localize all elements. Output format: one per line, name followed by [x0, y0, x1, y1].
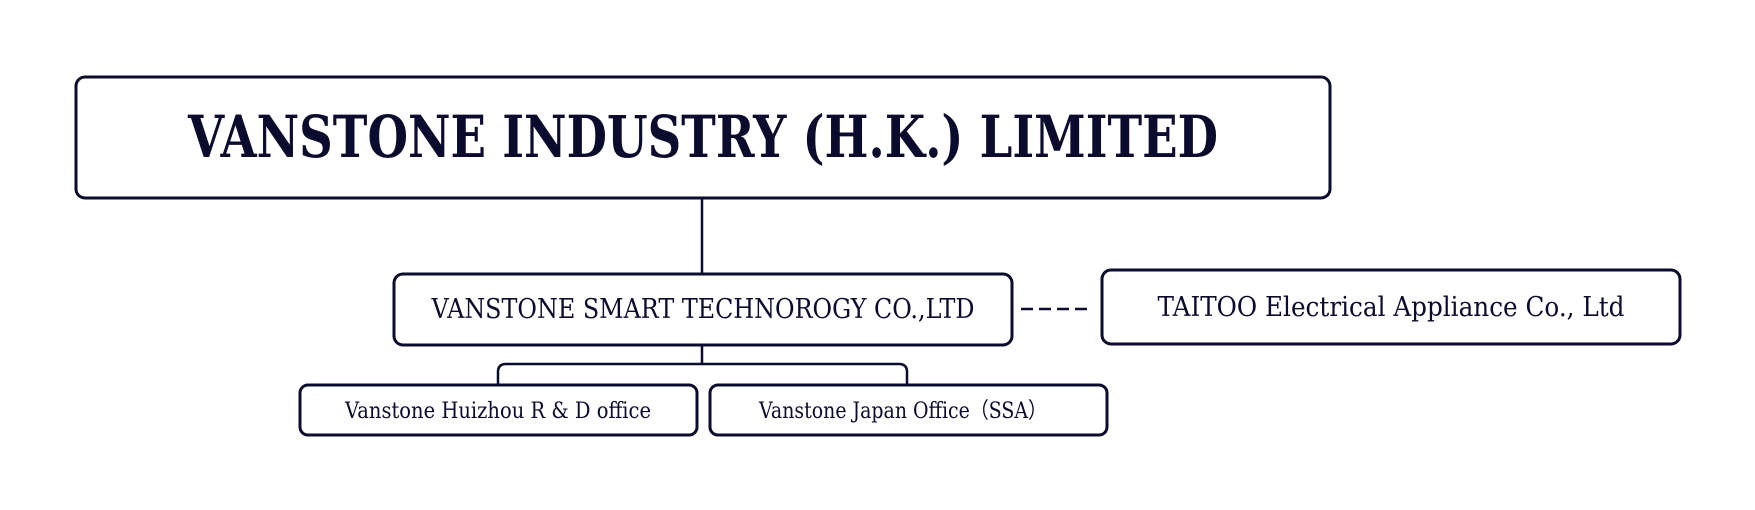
- node-office-huizhou-label: Vanstone Huizhou R & D office: [344, 399, 651, 424]
- connector-offices-bracket: [496, 362, 909, 385]
- node-affiliate-label: TAITOO Electrical Appliance Co., Ltd: [1158, 292, 1625, 323]
- node-affiliate[interactable]: TAITOO Electrical Appliance Co., Ltd: [1100, 268, 1682, 346]
- node-root[interactable]: VANSTONE INDUSTRY (H.K.) LIMITED: [74, 75, 1332, 200]
- node-office-huizhou[interactable]: Vanstone Huizhou R & D office: [298, 383, 699, 437]
- node-subsidiary-label: VANSTONE SMART TECHNOROGY CO.,LTD: [431, 294, 975, 325]
- node-subsidiary[interactable]: VANSTONE SMART TECHNOROGY CO.,LTD: [392, 272, 1014, 347]
- node-office-japan-label: Vanstone Japan Office（SSA）: [758, 399, 1047, 424]
- node-root-label: VANSTONE INDUSTRY (H.K.) LIMITED: [187, 103, 1218, 171]
- node-office-japan[interactable]: Vanstone Japan Office（SSA）: [708, 383, 1109, 437]
